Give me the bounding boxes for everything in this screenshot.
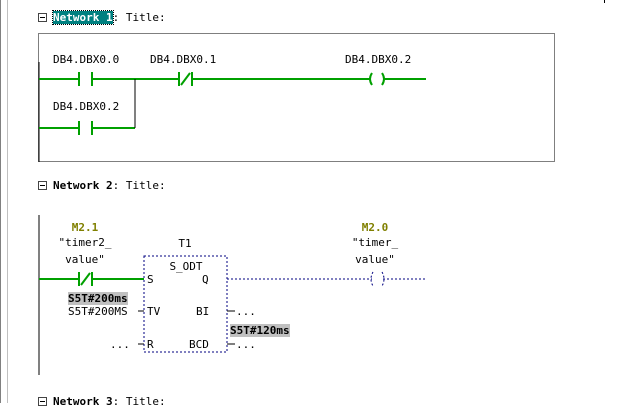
collapse-icon[interactable] xyxy=(38,180,47,190)
network-1-title[interactable]: Title: xyxy=(125,10,166,24)
network-1-name[interactable]: Network 1 xyxy=(52,9,114,25)
contact-symbol-line1[interactable]: "timer2_ xyxy=(58,236,112,249)
timer-name[interactable]: T1 xyxy=(178,237,192,250)
network-2-separator: : xyxy=(112,178,126,192)
contact-label-3[interactable]: DB4.DBX0.2 xyxy=(53,100,120,113)
r-input-value[interactable]: ... xyxy=(110,338,130,351)
bi-status-value: S5T#120ms xyxy=(230,324,290,337)
coil-address[interactable]: M2.0 xyxy=(361,221,389,234)
network-1-header[interactable]: Network 1 : Title: xyxy=(38,9,166,25)
timer-pin-r: R xyxy=(147,338,154,351)
collapse-icon[interactable] xyxy=(38,396,47,406)
tv-status-value: S5T#200ms xyxy=(68,292,128,305)
network-2-header[interactable]: Network 2 : Title: xyxy=(38,178,166,192)
timer-pin-tv: TV xyxy=(147,305,161,318)
left-margin-line xyxy=(0,0,1,403)
coil-symbol-line2[interactable]: value" xyxy=(355,253,395,266)
bcd-output-value[interactable]: ... xyxy=(236,338,256,351)
timer-pin-q: Q xyxy=(202,273,209,286)
contact-symbol-line2[interactable]: value" xyxy=(65,253,105,266)
timer-pin-bi: BI xyxy=(196,305,210,318)
contact-label-2[interactable]: DB4.DBX0.1 xyxy=(150,53,217,66)
tv-input-value[interactable]: S5T#200MS xyxy=(68,305,128,318)
coil-symbol-line1[interactable]: "timer_ xyxy=(351,236,399,249)
bi-output-value[interactable]: ... xyxy=(236,305,256,318)
network-2-name[interactable]: Network 2 xyxy=(53,178,113,192)
network-3-title[interactable]: Title: xyxy=(125,394,166,408)
timer-pin-bcd: BCD xyxy=(189,338,209,351)
coil-label[interactable]: DB4.DBX0.2 xyxy=(345,53,412,66)
right-edge-line xyxy=(604,0,605,3)
timer-type: S_ODT xyxy=(169,260,203,273)
contact-address[interactable]: M2.1 xyxy=(71,221,99,234)
network-3-name[interactable]: Network 3 xyxy=(53,394,113,408)
network-2-title[interactable]: Title: xyxy=(125,178,166,192)
tree-guide-line xyxy=(7,0,8,403)
network-3-header[interactable]: Network 3 : Title: xyxy=(38,394,166,408)
contact-label-1[interactable]: DB4.DBX0.0 xyxy=(53,53,120,66)
collapse-icon[interactable] xyxy=(38,12,47,22)
timer-pin-s: S xyxy=(147,273,154,286)
network-1-separator: : xyxy=(112,10,126,24)
network-3-separator: : xyxy=(112,394,126,408)
